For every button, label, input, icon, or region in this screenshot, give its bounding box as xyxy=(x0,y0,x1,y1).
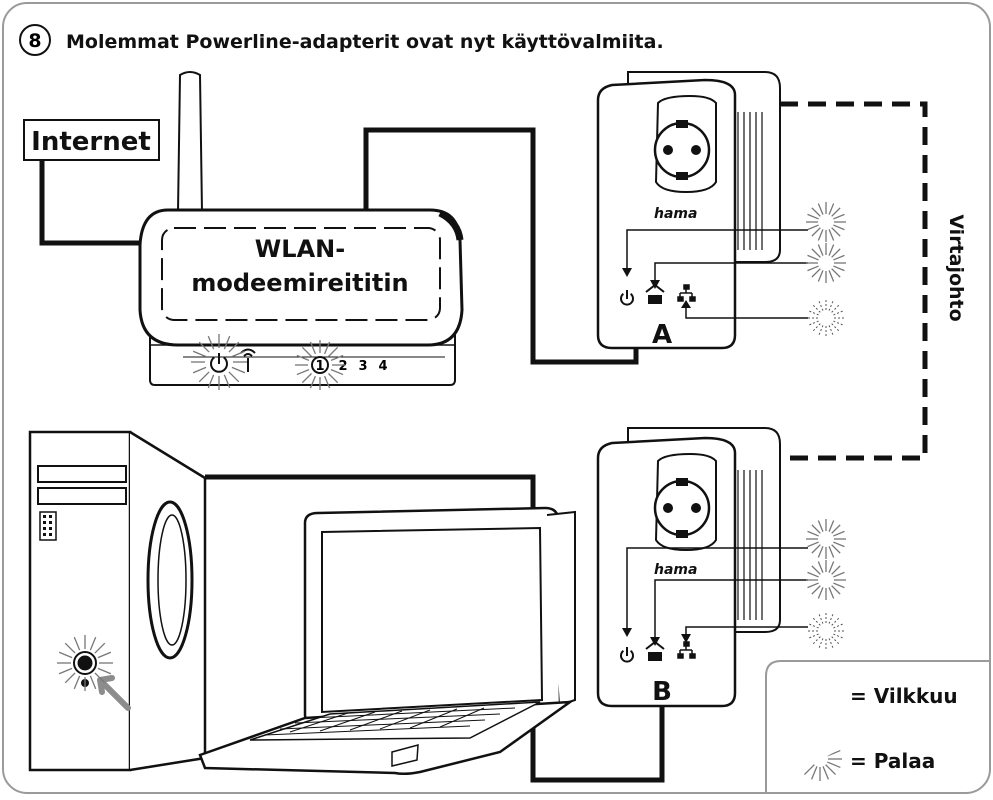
power-cable-label: Virtajohto xyxy=(945,214,967,321)
step-number: 8 xyxy=(28,30,41,52)
router-power-led-lit xyxy=(191,334,247,390)
adapter-b-power-led-lit xyxy=(806,519,846,559)
adapter-b-label: B xyxy=(652,677,672,707)
router-label-line2: modeemireititin xyxy=(191,269,408,297)
pc-drive-bay-2 xyxy=(37,487,127,505)
pc-tower xyxy=(28,430,207,772)
legend: = Vilkkuu = Palaa xyxy=(765,660,990,792)
router-port-4: 4 xyxy=(378,359,387,374)
router-port-1-led-lit xyxy=(295,340,345,390)
pc-power-button xyxy=(77,655,93,671)
pc-keypad xyxy=(39,511,57,541)
adapter-b-network-icon xyxy=(677,641,696,659)
power-cable-dashed xyxy=(780,101,928,461)
internet-cable xyxy=(39,160,140,246)
adapter-a-brand: hama xyxy=(654,206,697,222)
router-port-1-ring xyxy=(311,356,329,374)
router-port-1: 1 xyxy=(315,359,324,374)
router-to-adapter-a-cable xyxy=(363,127,639,365)
legend-lit-label: = Palaa xyxy=(850,749,935,773)
router-label-line1: WLAN- xyxy=(255,235,345,263)
router-port-3: 3 xyxy=(358,359,367,374)
powerline-adapter-a: hama A xyxy=(596,71,781,350)
router: WLAN- modeemireititin 1 2 3 4 xyxy=(138,71,464,386)
adapter-b-home-led-lit xyxy=(806,560,846,600)
adapter-b-network-led-blinking xyxy=(806,611,846,651)
pc-drive-bay-1 xyxy=(37,465,127,483)
router-port-2: 2 xyxy=(338,359,347,374)
adapter-a-network-icon xyxy=(677,284,696,302)
adapter-a-label: A xyxy=(652,320,672,350)
pc-to-adapter-b-cable xyxy=(205,474,665,783)
internet-label: Internet xyxy=(31,127,151,157)
adapter-a-power-led-lit xyxy=(806,202,846,242)
router-power-icon xyxy=(210,353,228,373)
led-callout-arrowheads xyxy=(622,268,691,646)
legend-blinking-label: = Vilkkuu xyxy=(850,684,958,708)
step-number-circle xyxy=(19,24,51,56)
laptop xyxy=(198,506,576,776)
legend-box xyxy=(765,660,990,792)
adapter-a-network-led-blinking xyxy=(806,298,846,338)
step-title: Molemmat Powerline-adapterit ovat nyt kä… xyxy=(66,31,664,53)
powerline-adapter-b: hama B xyxy=(596,427,781,708)
adapter-b-socket xyxy=(653,452,717,552)
adapter-b-brand: hama xyxy=(654,562,697,578)
router-display xyxy=(161,227,441,321)
adapter-b-power-icon xyxy=(620,647,634,663)
pc-power-led-lit xyxy=(57,635,113,691)
adapter-a-power-icon xyxy=(620,290,634,306)
internet-box xyxy=(23,119,160,161)
router-antenna xyxy=(176,71,204,213)
router-base xyxy=(149,334,456,386)
adapter-a-socket xyxy=(653,94,717,194)
adapter-a-home-led-lit xyxy=(806,243,846,283)
laptop-screen xyxy=(321,526,544,714)
laptop-touchpad xyxy=(391,744,419,767)
